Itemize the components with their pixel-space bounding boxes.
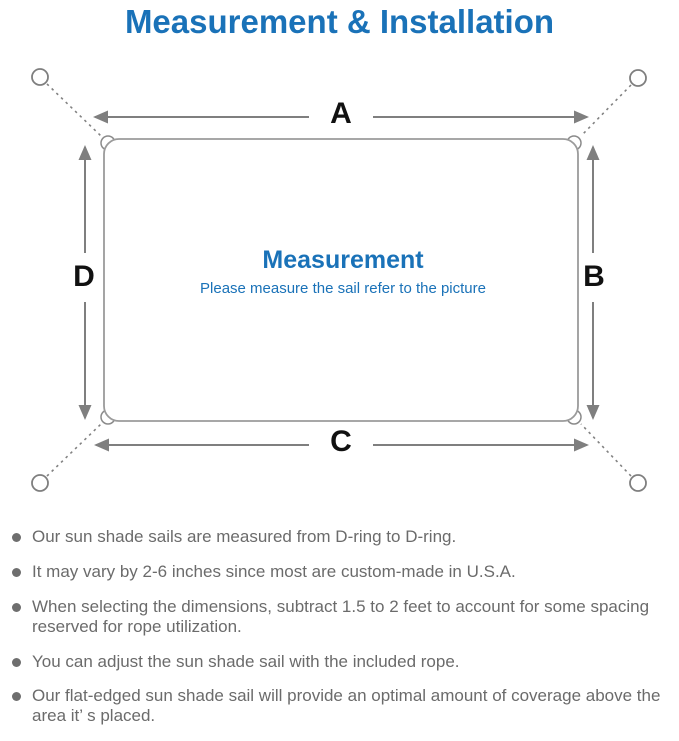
list-item: It may vary by 2-6 inches since most are… — [12, 562, 665, 582]
dimension-label-a: A — [330, 97, 352, 130]
bullet-icon — [12, 657, 21, 667]
dimension-label-d: D — [73, 260, 95, 293]
note-text: Our sun shade sails are measured from D-… — [32, 527, 457, 546]
bullet-icon — [12, 567, 21, 577]
dimension-label-c: C — [330, 425, 352, 458]
list-item: Our flat-edged sun shade sail will provi… — [12, 686, 665, 726]
list-item: Our sun shade sails are measured from D-… — [12, 527, 665, 547]
dashed-line-top-left — [46, 83, 102, 137]
note-text: When selecting the dimensions, subtract … — [32, 596, 650, 636]
dashed-line-bottom-left — [46, 423, 102, 477]
sail-outline — [103, 138, 579, 422]
dashed-line-bottom-right — [580, 423, 632, 477]
bullet-icon — [12, 602, 21, 612]
anchor-ring-top-left-icon — [31, 68, 49, 86]
dimension-label-b: B — [583, 260, 605, 293]
note-text: It may vary by 2-6 inches since most are… — [32, 561, 516, 581]
measurement-diagram: A B C D Measurement Please measure the s… — [31, 68, 647, 492]
list-item: When selecting the dimensions, subtract … — [12, 597, 665, 637]
anchor-ring-bottom-left-icon — [31, 474, 49, 492]
list-item: You can adjust the sun shade sail with t… — [12, 652, 665, 672]
anchor-ring-top-right-icon — [629, 69, 647, 87]
sail-diagram-canvas — [31, 68, 647, 492]
note-text: Our flat-edged sun shade sail will provi… — [32, 686, 661, 726]
note-text: You can adjust the sun shade sail with t… — [32, 651, 460, 671]
bullet-icon — [12, 533, 21, 542]
dashed-line-top-right — [580, 84, 632, 137]
measurement-subtitle: Please measure the sail refer to the pic… — [200, 280, 486, 297]
bullet-icon — [12, 692, 21, 702]
notes-list: Our sun shade sails are measured from D-… — [0, 527, 679, 741]
anchor-ring-bottom-right-icon — [629, 474, 647, 492]
diagram-center-text: Measurement Please measure the sail refe… — [200, 246, 486, 297]
measurement-heading: Measurement — [262, 246, 424, 274]
page-title: Measurement & Installation — [124, 3, 555, 40]
